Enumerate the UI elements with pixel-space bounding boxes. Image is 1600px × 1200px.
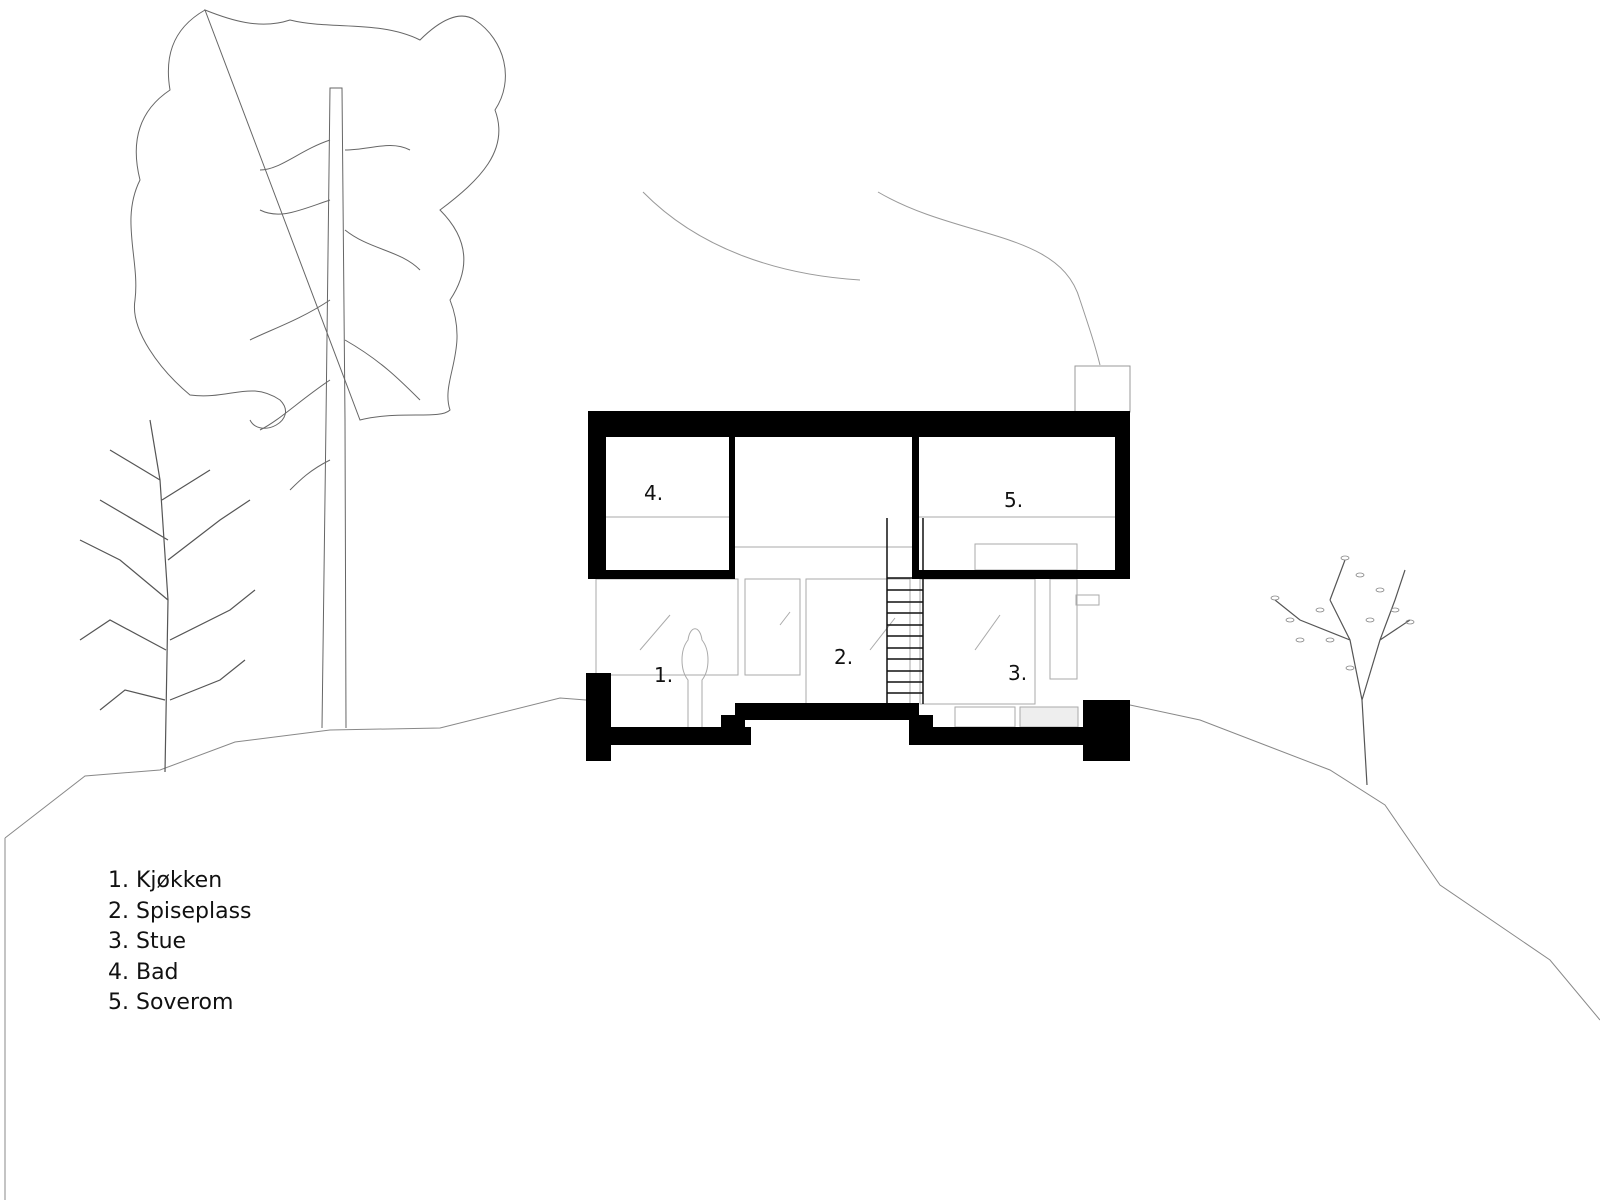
smoke-lines: [642, 191, 1101, 366]
room-label-1: 1.: [654, 663, 674, 687]
left-tree: [79, 419, 256, 773]
room-label-3: 3.: [1008, 661, 1028, 685]
house-section: [586, 365, 1131, 761]
legend-item: 1. Kjøkken: [108, 868, 223, 893]
legend-item: 5. Soverom: [108, 990, 234, 1015]
tree-branches: [1274, 559, 1411, 786]
foundation-left: [586, 673, 611, 761]
pine-branches: [249, 139, 421, 491]
legend-item: 2. Spiseplass: [108, 898, 252, 924]
legend-item: 3. Stue: [108, 929, 187, 954]
smoke-line: [877, 191, 1101, 366]
roof-slab: [588, 411, 1130, 437]
room-label-2: 2.: [834, 645, 854, 669]
terrain-line: [4, 697, 1600, 1200]
structure: [586, 411, 1130, 761]
room-label-4: 4.: [644, 481, 664, 505]
room-legend: 1. Kjøkken 2. Spiseplass 3. Stue 4. Bad …: [108, 866, 252, 1019]
floor-slab: [735, 703, 919, 720]
pine-trunk: [321, 87, 347, 729]
smoke-line: [642, 191, 861, 281]
foundation-right: [1083, 700, 1130, 761]
chimney: [1074, 365, 1131, 413]
pine-tree: [130, 9, 506, 729]
tree-branches: [79, 419, 256, 773]
legend-item: 4. Bad: [108, 959, 179, 985]
glazing: [595, 516, 1115, 728]
right-tree: [1270, 555, 1415, 786]
tree-leaves: [1270, 555, 1415, 671]
pine-crown: [130, 9, 506, 429]
room-label-5: 5.: [1004, 488, 1024, 512]
person-silhouette: [681, 628, 709, 727]
